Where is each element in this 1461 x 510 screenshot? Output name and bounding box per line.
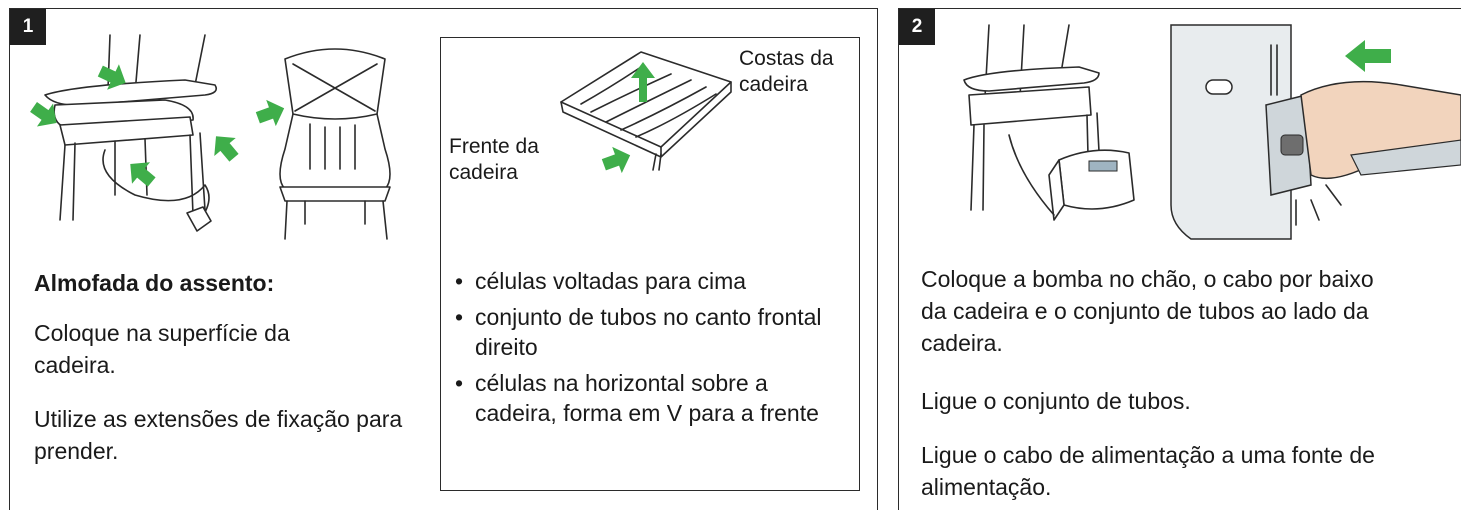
step-number-badge: 1 xyxy=(10,9,46,45)
step-number-badge: 2 xyxy=(899,9,935,45)
pump-illustration xyxy=(963,24,1135,221)
step-1-paragraph-1: Coloque na superfície da cadeira. xyxy=(34,320,290,378)
list-item: células na horizontal sobre a cadeira, f… xyxy=(447,368,847,428)
list-item: conjunto de tubos no canto frontal direi… xyxy=(447,302,847,362)
step-1-panel: 1 Almofada do assento: Coloque na superf… xyxy=(9,8,878,510)
step-1-paragraph-2: Utilize as extensões de fixação para pre… xyxy=(34,406,403,464)
step-2-paragraph-3: Ligue o cabo de alimentação a uma fonte … xyxy=(921,442,1375,500)
back-of-chair-label: Costas da cadeira xyxy=(739,47,834,96)
step-1-heading: Almofada do assento: xyxy=(34,270,275,296)
step-2-panel: 2 Coloque a bomba no chão, o cabo por ba… xyxy=(898,8,1461,510)
chair-with-cushion-illustration xyxy=(30,34,239,232)
tube-connector-illustration xyxy=(1170,24,1461,240)
high-back-chair-illustration xyxy=(255,48,391,240)
list-item: células voltadas para cima xyxy=(447,266,847,296)
step-2-paragraph-1: Coloque a bomba no chão, o cabo por baix… xyxy=(921,266,1374,356)
step-2-paragraph-2: Ligue o conjunto de tubos. xyxy=(921,388,1191,414)
cushion-orientation-box: Costas da cadeira Frente da cadeira célu… xyxy=(440,37,860,491)
cushion-cells-illustration xyxy=(560,51,732,174)
cushion-orientation-list: células voltadas para cima conjunto de t… xyxy=(447,266,847,434)
front-of-chair-label: Frente da cadeira xyxy=(449,135,539,184)
